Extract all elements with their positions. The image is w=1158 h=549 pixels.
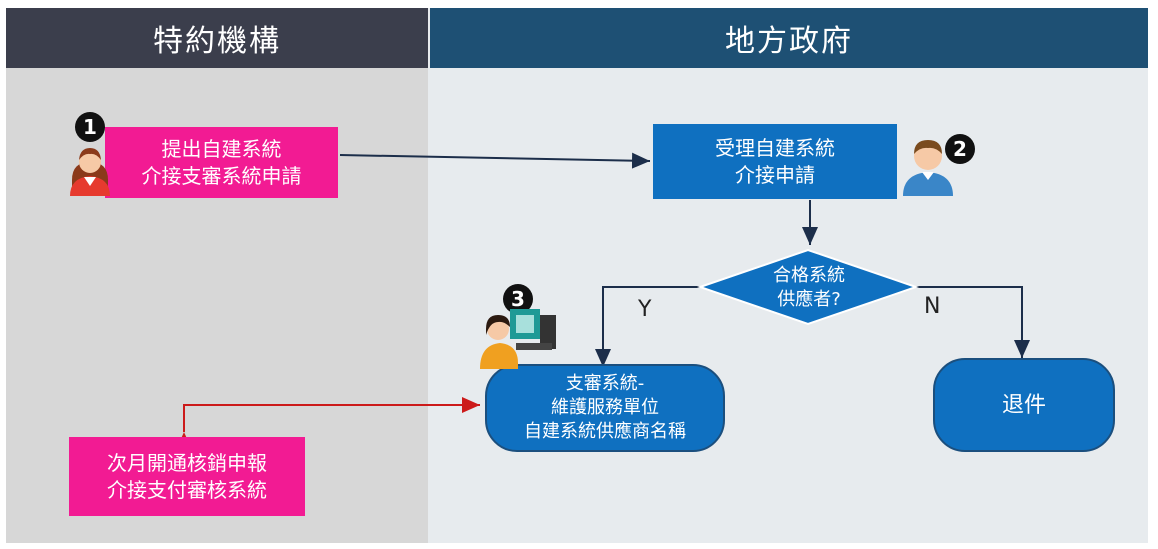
- node-decision-line-1: 合格系統: [773, 265, 845, 286]
- node-reject: 退件: [933, 358, 1115, 452]
- step-number-2: 2: [945, 134, 975, 164]
- node-decision-line-2: 供應者?: [777, 289, 841, 310]
- node-submit-line-2: 介接支審系統申請: [141, 163, 302, 188]
- node-accept-application: 受理自建系統 介接申請: [653, 124, 897, 199]
- arrow-submit-to-accept: [339, 152, 651, 169]
- node-maintain-line-3: 自建系統供應商名稱: [524, 421, 686, 442]
- decision-diamond: [696, 248, 920, 326]
- branch-label-no: N: [924, 294, 941, 319]
- lane-header-contracted-institution: 特約機構: [6, 8, 428, 68]
- arrow-decision-no: [915, 286, 1030, 358]
- branch-label-yes: Y: [638, 297, 652, 322]
- node-submit-application: 提出自建系統 介接支審系統申請: [105, 127, 338, 198]
- node-accept-line-1: 受理自建系統: [715, 135, 835, 160]
- node-maintain-line-2: 維護服務單位: [551, 397, 659, 418]
- node-qualified-supplier-decision: 合格系統 供應者?: [740, 262, 878, 314]
- node-accept-line-2: 介接申請: [735, 162, 815, 187]
- node-maintain-line-1: 支審系統-: [565, 373, 645, 394]
- male-officer-icon: [903, 140, 953, 196]
- node-next-month-line-1: 次月開通核銷申報: [107, 450, 267, 475]
- node-next-month-line-2: 介接支付審核系統: [107, 477, 267, 502]
- female-user-icon: [70, 148, 110, 196]
- arrow-red-bidirectional: [176, 397, 480, 450]
- node-next-month-activation: 次月開通核銷申報 介接支付審核系統: [69, 437, 305, 516]
- arrow-decision-yes: [595, 286, 700, 367]
- node-maintenance-unit: 支審系統- 維護服務單位 自建系統供應商名稱: [485, 364, 725, 452]
- node-reject-label: 退件: [1001, 392, 1046, 418]
- lane-header-local-government: 地方政府: [430, 8, 1148, 68]
- node-submit-line-1: 提出自建系統: [161, 136, 282, 161]
- computer-operator-icon: [480, 309, 556, 369]
- step-number-1: 1: [75, 112, 105, 142]
